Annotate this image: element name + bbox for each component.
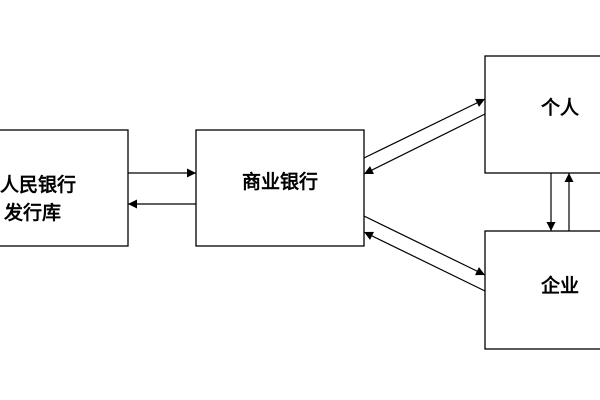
arrow-enterprise-to-commercial (363, 231, 486, 292)
enterprise-box (484, 230, 600, 350)
commercial-bank-label: 商业银行 (242, 170, 318, 193)
individual-node: 个人 (484, 55, 600, 174)
arrow-commercial-to-individual (363, 98, 486, 159)
individual-label: 个人 (540, 97, 580, 119)
central-bank-label-line1: 人民银行 (0, 173, 76, 196)
commercial-bank-node: 商业银行 (195, 129, 365, 247)
arrow-individual-to-commercial (363, 113, 486, 175)
individual-box (484, 55, 600, 174)
central-bank-label-line2: 发行库 (3, 201, 61, 224)
central-bank-box (0, 129, 129, 247)
commercial-bank-box (195, 129, 365, 247)
central-bank-node: 人民银行 发行库 (0, 129, 129, 247)
enterprise-node: 企业 (484, 230, 600, 350)
arrow-commercial-to-enterprise (363, 215, 486, 276)
enterprise-label: 企业 (540, 274, 579, 297)
